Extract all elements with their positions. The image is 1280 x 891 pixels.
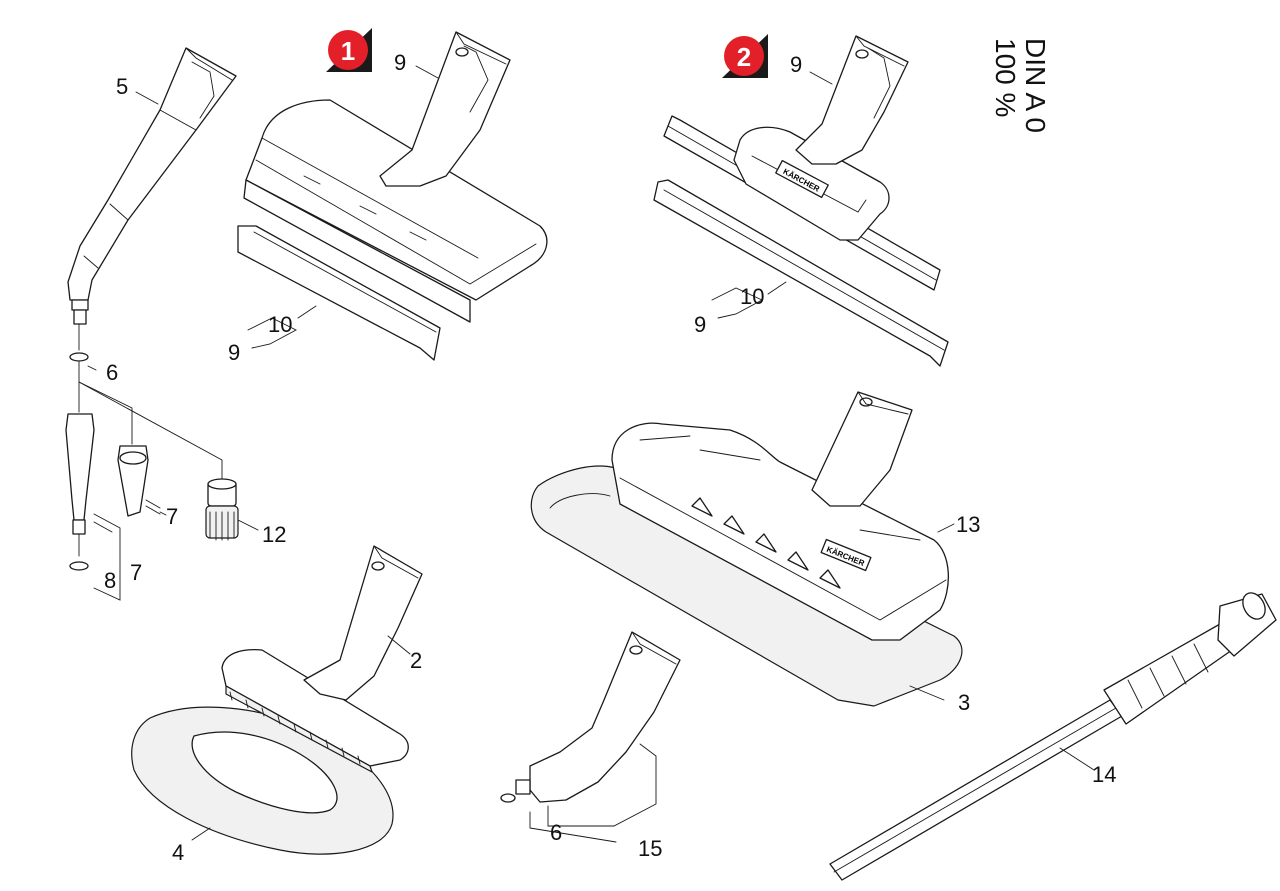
sheet-format-line-2: 100 % <box>990 38 1021 118</box>
callout-9: 9 <box>790 52 802 77</box>
callout-15: 15 <box>638 836 662 861</box>
part-14-extension-tube <box>829 592 1277 881</box>
badge-2-circle <box>724 36 764 76</box>
callout-10: 10 <box>740 284 764 309</box>
part-8-o-ring <box>69 561 89 571</box>
callout-labels: 5 9 10 9 9 10 9 6 7 12 7 8 13 2 3 4 6 15… <box>104 50 1116 865</box>
part-5-angled-nozzle <box>67 47 237 325</box>
small-nozzle-tree <box>65 323 259 601</box>
part-7-long-detail-nozzle <box>65 413 95 521</box>
sheet-format-line-1: DIN A 0 <box>1020 38 1051 133</box>
part-12-round-brush <box>205 478 239 541</box>
badge-2-number: 2 <box>737 42 751 72</box>
badge-2: 2 <box>722 34 768 78</box>
callout-13: 13 <box>956 512 980 537</box>
callout-5: 5 <box>116 74 128 99</box>
callout-12: 12 <box>262 522 286 547</box>
badge-1-circle <box>328 30 368 70</box>
callout-3: 3 <box>958 690 970 715</box>
brand-plate-2 <box>775 159 829 199</box>
callout-7: 7 <box>130 560 142 585</box>
callout-9: 9 <box>694 312 706 337</box>
leader-lines <box>87 65 1095 841</box>
callout-4: 4 <box>172 840 184 865</box>
part-3-floor-cloth <box>530 465 963 707</box>
callout-8: 8 <box>104 568 116 593</box>
window-nozzle-2: KÄRCHER <box>663 35 941 291</box>
callout-9: 9 <box>394 50 406 75</box>
brand-plate-13 <box>820 538 872 572</box>
part-13-floor-nozzle: KÄRCHER <box>611 391 949 641</box>
callout-9: 9 <box>228 340 240 365</box>
badge-1: 1 <box>326 28 372 72</box>
callout-7: 7 <box>166 504 178 529</box>
part-15-point-nozzle <box>500 631 681 843</box>
part-2-hand-brush <box>221 545 423 773</box>
callout-2: 2 <box>410 648 422 673</box>
callout-6: 6 <box>550 820 562 845</box>
badge-1-number: 1 <box>341 36 355 66</box>
part-10-squeegee-lip-1 <box>237 225 441 361</box>
hand-nozzle-1 <box>243 31 548 323</box>
callout-10: 10 <box>268 312 292 337</box>
part-10-squeegee-lip-2 <box>653 179 949 367</box>
callout-6: 6 <box>106 360 118 385</box>
callout-14: 14 <box>1092 762 1116 787</box>
part-6-o-ring-b <box>500 793 516 803</box>
hand-nozzle-1-neck <box>379 31 511 187</box>
part-6-o-ring <box>69 352 89 362</box>
